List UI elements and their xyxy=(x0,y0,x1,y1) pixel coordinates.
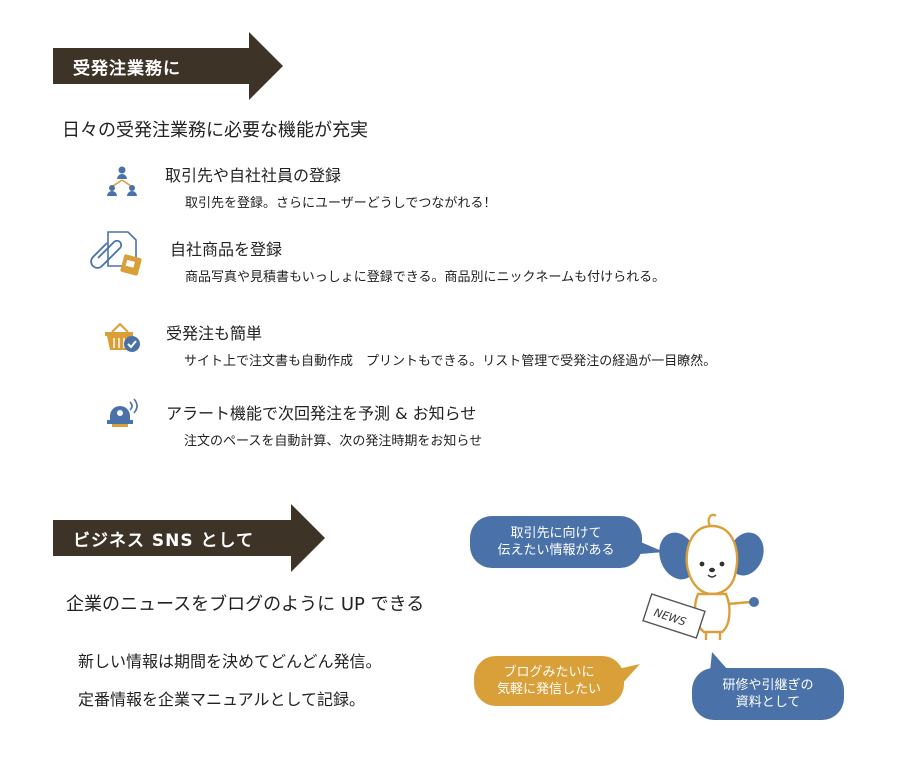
basket-check-icon xyxy=(105,322,140,352)
bubble-line: ブログみたいに xyxy=(503,665,595,680)
speech-bubble-bottom: 研修や引継ぎの 資料として xyxy=(692,668,844,720)
feature-desc: 注文のペースを自動計算、次の発注時期をお知らせ xyxy=(184,434,483,449)
bubble-line: 資料として xyxy=(735,695,801,710)
banner-arrow xyxy=(291,504,325,572)
section1-banner-label: 受発注業務に xyxy=(73,58,181,79)
section2-banner-label: ビジネス SNS として xyxy=(73,530,255,551)
bubble-tail xyxy=(636,540,664,554)
mascot-dog-illustration: NEWS xyxy=(642,513,764,640)
bubble-line: 気軽に発信したい xyxy=(496,682,601,697)
section2-line: 定番情報を企業マニュアルとして記録。 xyxy=(78,690,366,709)
feature-desc: サイト上で注文書も自動作成 プリントもできる。リスト管理で受発注の経過が一目瞭然… xyxy=(184,354,717,369)
feature-title: 自社商品を登録 xyxy=(170,240,283,259)
feature-desc: 取引先を登録。さらにユーザーどうしでつながれる！ xyxy=(185,196,497,211)
feature-desc: 商品写真や見積書もいっしょに登録できる。商品別にニックネームも付けられる。 xyxy=(185,270,666,285)
banner-arrow xyxy=(249,32,283,100)
bubble-line: 研修や引継ぎの xyxy=(722,678,814,693)
feature-title: 取引先や自社社員の登録 xyxy=(165,166,342,185)
section2-lead: 企業のニュースをブログのように UP できる xyxy=(66,594,425,615)
bubble-tail xyxy=(710,652,728,672)
section2-line: 新しい情報は期間を決めてどんどん発信。 xyxy=(78,652,382,671)
feature-title: アラート機能で次回発注を予測 & お知らせ xyxy=(166,404,477,423)
section1-lead: 日々の受発注業務に必要な機能が充実 xyxy=(62,120,368,141)
product-clip-icon xyxy=(90,231,142,276)
bubble-line: 取引先に向けて xyxy=(510,526,602,541)
feature-title: 受発注も簡単 xyxy=(166,324,263,343)
alert-bell-icon xyxy=(107,398,138,427)
speech-bubble-orange: ブログみたいに 気軽に発信したい xyxy=(474,656,624,706)
speech-bubble-top: 取引先に向けて 伝えたい情報がある xyxy=(470,516,642,568)
bubble-line: 伝えたい情報がある xyxy=(497,543,615,558)
people-network-icon xyxy=(107,166,137,196)
